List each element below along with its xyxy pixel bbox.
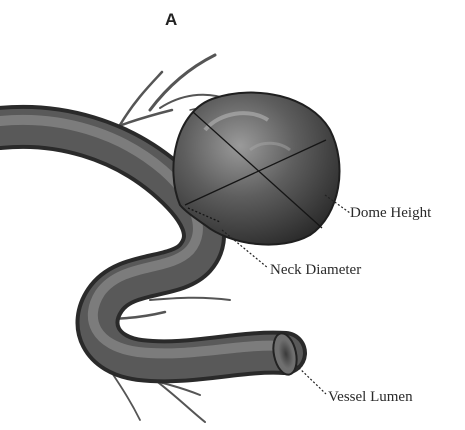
neck-diameter-label: Neck Diameter: [270, 262, 361, 279]
vessel-lumen-label: Vessel Lumen: [328, 389, 413, 406]
dome-height-label: Dome Height: [350, 205, 431, 222]
panel-label: A: [165, 10, 177, 30]
vessel-lumen-leader: [296, 365, 326, 394]
